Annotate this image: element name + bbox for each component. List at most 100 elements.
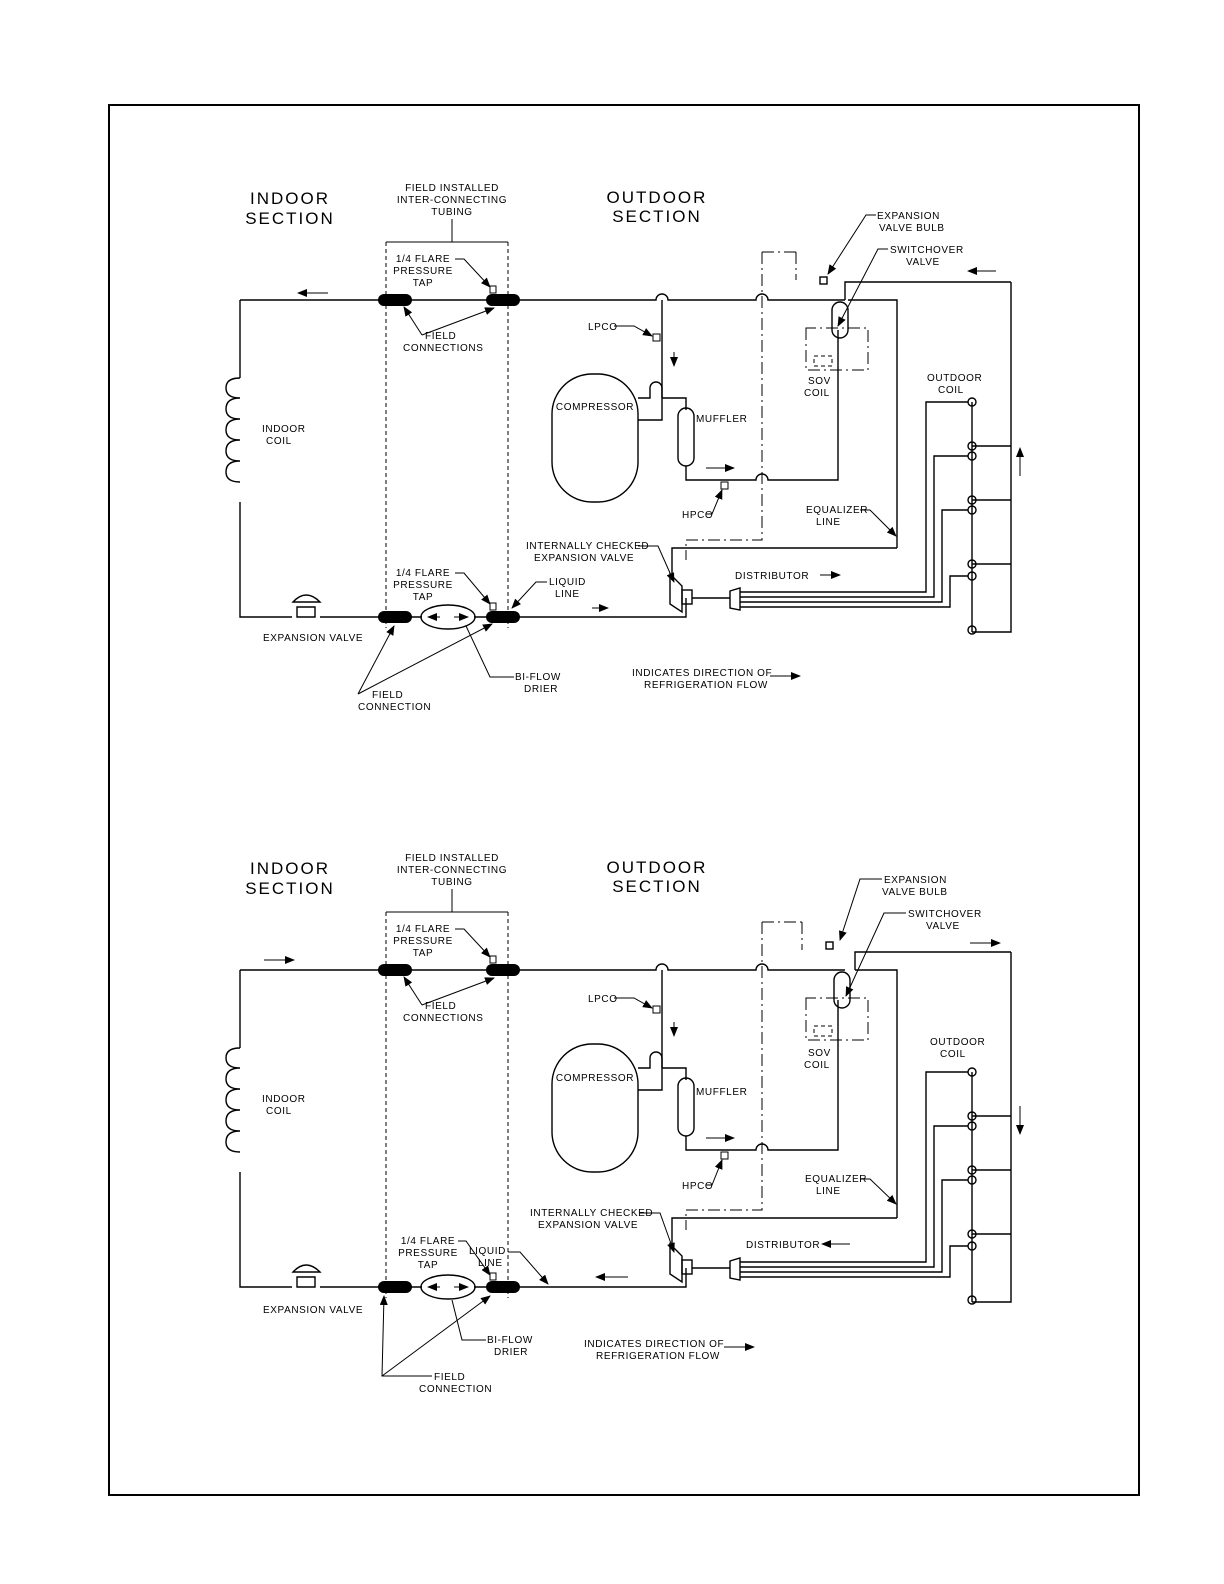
compressor-label: COMPRESSOR [556,1073,634,1084]
flare-tap-label-3: TAP [413,948,434,959]
field-tubing-label-3: TUBING [431,207,472,218]
liquid-line-label-2: LINE [478,1258,503,1269]
field-tubing-label-2: INTER-CONNECTING [397,865,507,876]
outdoor-coil-label-1: OUTDOOR [927,373,982,384]
flare-tap-label-3: TAP [413,278,434,289]
bulb-label-2: VALVE BULB [882,887,948,898]
indoor-coil-label-2: COIL [266,1106,292,1117]
indoor-section-title-2: SECTION [245,209,335,228]
equalizer-label-1: EQUALIZER [805,1174,867,1185]
field-fitting [486,1281,520,1293]
field-connections-label-1: FIELD [425,331,456,342]
diagram-heating: INDOOR SECTION OUTDOOR SECTION FIELD INS… [225,853,1024,1395]
int-valve-label-2: EXPANSION VALVE [534,553,634,564]
muffler-label: MUFFLER [696,414,747,425]
flare-tap-label-1: 1/4 FLARE [396,254,450,265]
flare-tap-label-b1: 1/4 FLARE [396,568,450,579]
liquid-line-label-2: LINE [555,589,580,600]
int-valve-label-2: EXPANSION VALVE [538,1220,638,1231]
bulb-label-1: EXPANSION [884,875,947,886]
flare-tap-label-2: PRESSURE [393,266,453,277]
outdoor-section-title-2: SECTION [612,877,702,896]
distributor-label: DISTRIBUTOR [735,571,809,582]
muffler-label: MUFFLER [696,1087,747,1098]
indoor-coil-label-2: COIL [266,436,292,447]
field-connections-label-2: CONNECTIONS [403,1013,484,1024]
outdoor-coil-label-1: OUTDOOR [930,1037,985,1048]
muffler [677,1077,695,1137]
field-connection-label-1: FIELD [434,1372,465,1383]
outdoor-section-title-2: SECTION [612,207,702,226]
sov-coil-label-2: COIL [804,388,830,399]
indoor-section-title-2: SECTION [245,879,335,898]
bi-flow-drier-label-2: DRIER [494,1347,528,1358]
equalizer-label-2: LINE [816,1186,841,1197]
distributor-label: DISTRIBUTOR [746,1240,820,1251]
int-valve-label-1: INTERNALLY CHECKED [526,541,649,552]
field-tubing-label-1: FIELD INSTALLED [405,853,499,864]
expansion-valve-label: EXPANSION VALVE [263,1305,363,1316]
bi-flow-drier-label-2: DRIER [524,684,558,695]
lpco-label: LPCO [588,322,618,333]
field-fitting [378,294,412,306]
bulb-label-2: VALVE BULB [879,223,945,234]
flow-note-2: REFRIGERATION FLOW [596,1351,720,1362]
field-connections-label-1: FIELD [425,1001,456,1012]
sov-coil-label-2: COIL [804,1060,830,1071]
flare-tap-label-b3: TAP [418,1260,439,1271]
indoor-section-title-1: INDOOR [250,859,330,878]
outdoor-section-title-1: OUTDOOR [607,858,708,877]
field-tubing-label-2: INTER-CONNECTING [397,195,507,206]
hpco-label: HPCO [682,1181,713,1192]
indoor-coil-label-1: INDOOR [262,1094,306,1105]
flow-note-1: INDICATES DIRECTION OF [632,668,772,679]
field-fitting [486,964,520,976]
field-fitting [378,1281,412,1293]
indoor-section-title-1: INDOOR [250,189,330,208]
hpco-label: HPCO [682,510,713,521]
field-fitting [378,611,412,623]
lpco-label: LPCO [588,994,618,1005]
page-frame [108,104,1140,1496]
muffler [677,407,695,467]
compressor-label: COMPRESSOR [556,402,634,413]
field-connection-label-2: CONNECTION [358,702,431,713]
liquid-line-label-1: LIQUID [549,577,586,588]
field-fitting [486,294,520,306]
indoor-coil-label-1: INDOOR [262,424,306,435]
field-connection-label-2: CONNECTION [419,1384,492,1395]
sov-coil-label-1: SOV [808,1048,831,1059]
flare-tap-label-2: PRESSURE [393,936,453,947]
bi-flow-drier-label-1: BI-FLOW [487,1335,533,1346]
switchover-label-2: VALVE [926,921,960,932]
flow-note-2: REFRIGERATION FLOW [644,680,768,691]
liquid-line-label-1: LIQUID [469,1246,506,1257]
outdoor-section-title-1: OUTDOOR [607,188,708,207]
sov-coil-label-1: SOV [808,376,831,387]
bi-flow-drier-label-1: BI-FLOW [515,672,561,683]
field-connections-label-2: CONNECTIONS [403,343,484,354]
equalizer-label-2: LINE [816,517,841,528]
flare-tap-label-b2: PRESSURE [398,1248,458,1259]
expansion-valve-label: EXPANSION VALVE [263,633,363,644]
field-fitting [486,611,520,623]
field-tubing-label-3: TUBING [431,877,472,888]
compressor [551,373,639,503]
switchover-label-2: VALVE [906,257,940,268]
diagram-cooling: INDOOR SECTION OUTDOOR SECTION FIELD INS… [225,183,1024,713]
field-connection-label-1: FIELD [372,690,403,701]
equalizer-label-1: EQUALIZER [806,505,868,516]
flare-tap-label-b2: PRESSURE [393,580,453,591]
switchover-label-1: SWITCHOVER [890,245,964,256]
flow-note-1: INDICATES DIRECTION OF [584,1339,724,1350]
flare-tap-label-b1: 1/4 FLARE [401,1236,455,1247]
compressor [551,1043,639,1173]
outdoor-coil-label-2: COIL [938,385,964,396]
bulb-label-1: EXPANSION [877,211,940,222]
field-tubing-label-1: FIELD INSTALLED [405,183,499,194]
outdoor-coil-label-2: COIL [940,1049,966,1060]
int-valve-label-1: INTERNALLY CHECKED [530,1208,653,1219]
switchover-label-1: SWITCHOVER [908,909,982,920]
field-fitting [378,964,412,976]
